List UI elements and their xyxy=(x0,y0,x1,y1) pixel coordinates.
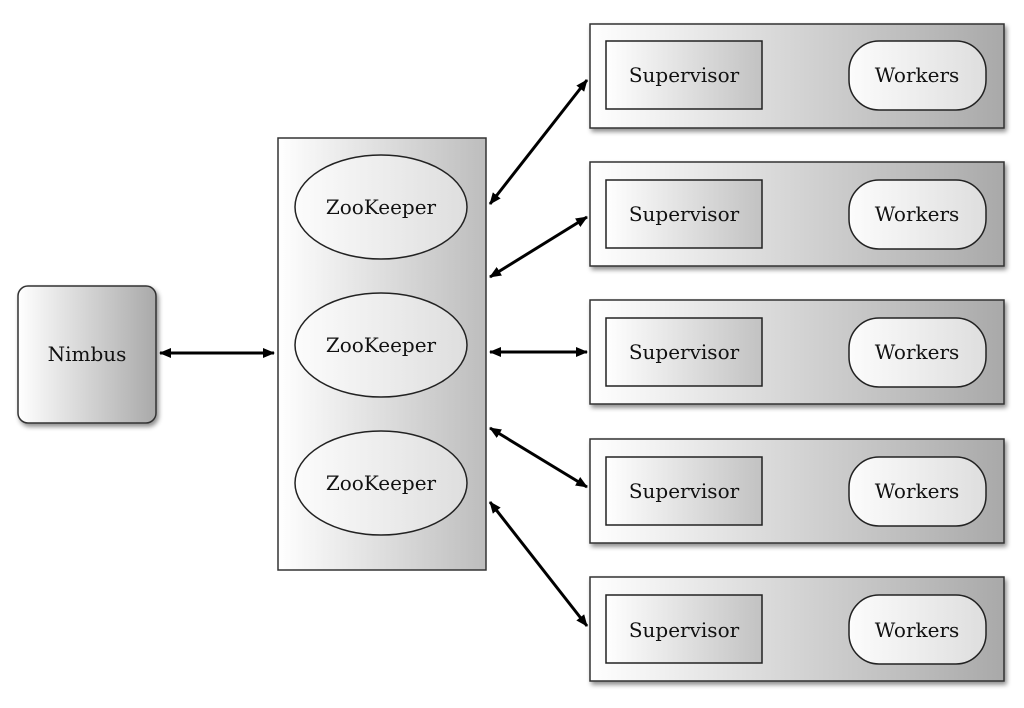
workers-label: Workers xyxy=(875,63,960,87)
zookeeper-supervisor-5-arrow xyxy=(488,501,589,627)
workers-label: Workers xyxy=(875,479,960,503)
zookeeper-label: ZooKeeper xyxy=(326,471,437,495)
zookeeper-cluster: ZooKeeper ZooKeeper ZooKeeper xyxy=(277,137,487,571)
workers-label: Workers xyxy=(875,340,960,364)
supervisor-nodes: Supervisor Workers Supervisor Workers Su… xyxy=(589,23,1005,682)
supervisor-label: Supervisor xyxy=(629,479,740,503)
zookeeper-node: ZooKeeper xyxy=(294,430,468,536)
supervisor-node: Supervisor Workers xyxy=(589,438,1005,544)
workers-label: Workers xyxy=(875,202,960,226)
connections xyxy=(159,79,589,627)
nimbus-node: Nimbus xyxy=(17,285,157,424)
zookeeper-label: ZooKeeper xyxy=(326,333,437,357)
zookeeper-node: ZooKeeper xyxy=(294,292,468,398)
supervisor-node: Supervisor Workers xyxy=(589,299,1005,405)
zookeeper-label: ZooKeeper xyxy=(326,195,437,219)
supervisor-label: Supervisor xyxy=(629,618,740,642)
supervisor-node: Supervisor Workers xyxy=(589,576,1005,682)
supervisor-node: Supervisor Workers xyxy=(589,161,1005,267)
zookeeper-supervisor-4-arrow xyxy=(489,426,588,489)
supervisor-node: Supervisor Workers xyxy=(589,23,1005,129)
zookeeper-supervisor-1-arrow xyxy=(488,79,589,205)
workers-label: Workers xyxy=(875,618,960,642)
zookeeper-node: ZooKeeper xyxy=(294,154,468,260)
supervisor-label: Supervisor xyxy=(629,63,740,87)
nimbus-label: Nimbus xyxy=(48,342,127,366)
supervisor-label: Supervisor xyxy=(629,202,740,226)
supervisor-label: Supervisor xyxy=(629,340,740,364)
zookeeper-supervisor-2-arrow xyxy=(489,215,588,279)
